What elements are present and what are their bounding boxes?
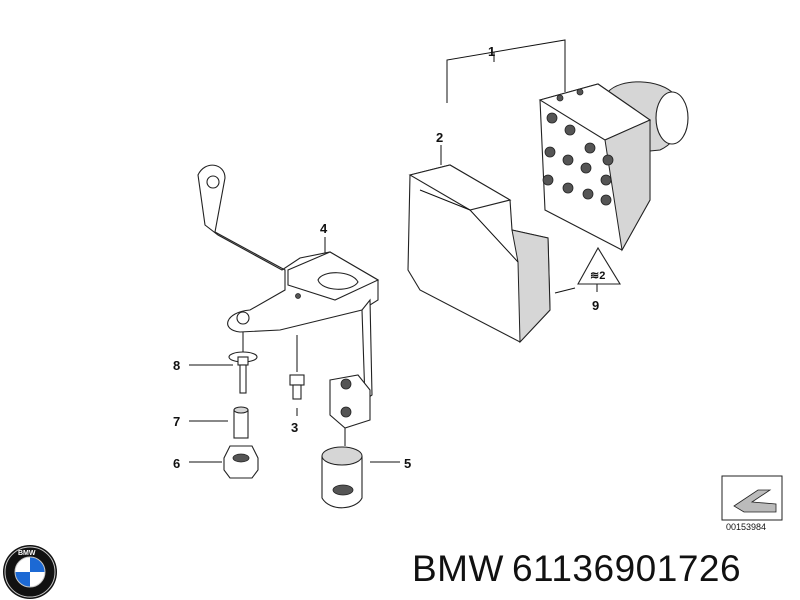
callout-7: 7 <box>173 414 180 429</box>
warning-label: ≋2 <box>577 246 621 285</box>
reference-box: 00153984 <box>721 475 783 532</box>
hydraulic-unit <box>538 81 689 252</box>
spacer-sleeve <box>233 406 249 439</box>
reference-code: 00153984 <box>726 522 766 532</box>
collar-bolt <box>228 351 258 394</box>
rubber-grommet <box>223 445 259 479</box>
svg-text:≋2: ≋2 <box>590 270 605 282</box>
arrow-icon <box>733 489 777 513</box>
callout-3: 3 <box>291 420 298 435</box>
callout-2: 2 <box>436 130 443 145</box>
rubber-mount <box>321 374 371 509</box>
control-module <box>407 164 551 344</box>
callout-1: 1 <box>488 44 495 59</box>
callout-5: 5 <box>404 456 411 471</box>
callout-6: 6 <box>173 456 180 471</box>
mounting-bracket <box>197 164 380 402</box>
logo-text: BMW <box>18 550 36 557</box>
callout-labels: 1 2 3 4 5 6 7 8 9 <box>173 44 599 471</box>
bolt-small <box>289 374 305 400</box>
part-number: 61136901726 <box>511 548 742 589</box>
callout-9: 9 <box>592 298 599 313</box>
callout-8: 8 <box>173 358 180 373</box>
callout-4: 4 <box>320 221 328 236</box>
bmw-logo: BMW <box>3 545 57 599</box>
brand-name: BMW <box>412 548 504 589</box>
